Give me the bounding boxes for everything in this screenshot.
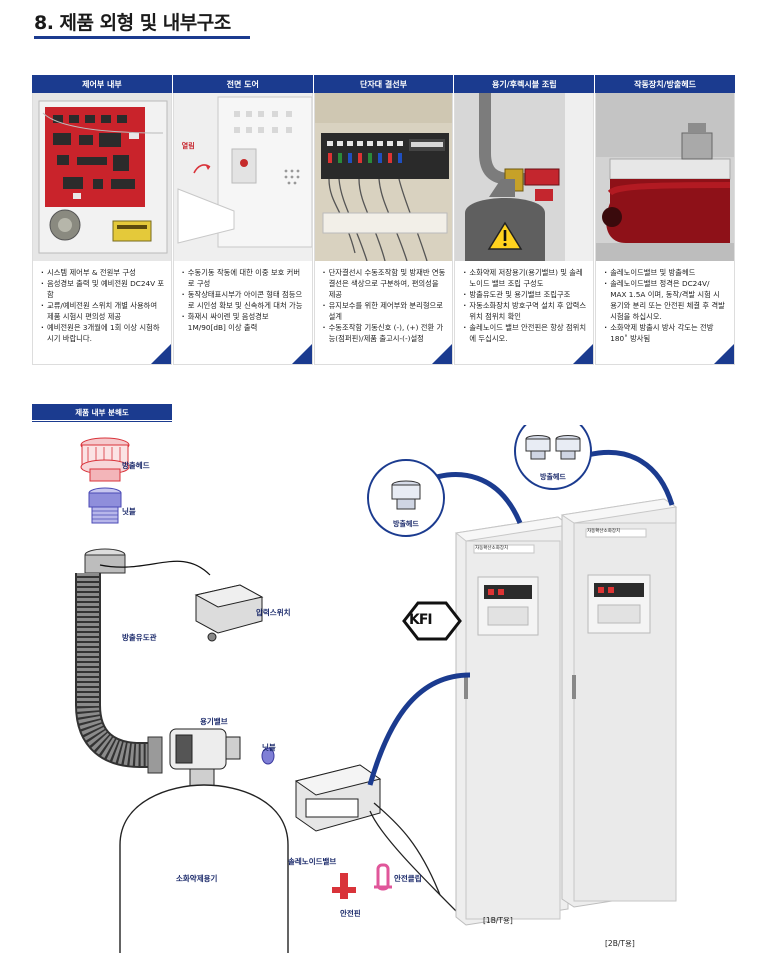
column-header: 전면 도어 (172, 75, 313, 93)
column-header: 작동장치/방출헤드 (595, 75, 735, 93)
safety-clip-part (374, 863, 392, 891)
page-title: 8. 제품 외형 및 내부구조 (34, 12, 231, 34)
label-discharge-head: 방출헤드 (122, 461, 150, 470)
bubble-2-label: 방출헤드 (540, 473, 566, 481)
actuator-photo (595, 93, 735, 261)
label-pressure-switch: 압력스위치 (256, 608, 291, 617)
bullet: 솔레노이드밸브 및 방출헤드 (604, 267, 728, 278)
cabinet-2b (560, 498, 678, 908)
exploded-illustration (75, 425, 678, 953)
safety-pin-part (332, 873, 356, 899)
column-header: 용기/후렉시블 조립 (454, 75, 595, 93)
kfi-logo (402, 601, 462, 641)
nipple-part-1 (88, 487, 122, 524)
exploded-view-header-line (32, 421, 172, 422)
bullet: 단자결선시 수동조작함 및 방재반 연동결선은 색상으로 구분하여, 편의성을 … (323, 267, 447, 300)
front-door-photo: 열림 (172, 93, 313, 261)
bullet: 유지보수를 위한 제어부와 분리형으로 설계 (323, 300, 447, 322)
cabinet-1b (454, 516, 570, 926)
label-safety-clip: 안전클립 (394, 874, 422, 883)
cabinet-1b-panel-label: 자동확산소화장치 (475, 546, 509, 551)
door-open-label: 열림 (181, 142, 195, 150)
control-board-photo (32, 93, 172, 261)
corner-accent (149, 343, 171, 364)
title-underline (34, 36, 250, 39)
column-header: 단자대 결선부 (313, 75, 454, 93)
corner-accent (712, 343, 734, 364)
feature-columns: 제어부 내부 (32, 75, 736, 365)
discharge-head-part (80, 437, 130, 482)
kfi-logo-text: KFI (409, 612, 433, 628)
discharge-head-bubble-2 (514, 425, 592, 490)
cabinet-2b-caption: [2B/T용] (605, 939, 635, 948)
cylinder-valve-part (169, 728, 241, 792)
column-description: 소화약제 저장용기(용기밸브) 및 솔레노이드 밸브 조립 구성도 방출유도관 … (454, 261, 595, 365)
bullet: 솔레노이드밸브 정격은 DC24V/ MAX 1.5A 이며, 동작/격발 시험… (604, 278, 728, 322)
feature-column-terminal: 단자대 결선부 (313, 75, 455, 365)
bullet: 방출유도관 및 용기밸브 조립구조 (463, 289, 587, 300)
label-cylinder-valve: 용기밸브 (200, 717, 228, 726)
bullet: 음성경보 출력 및 예비전원 DC24V 포함 (41, 278, 165, 300)
bullet: 화재시 싸이렌 및 음성경보 1M/90[dB] 이상 출력 (182, 311, 306, 333)
column-description: 수동기동 작동에 대한 이중 보호 커버로 구성 동작상태표시부가 아이콘 형태… (172, 261, 313, 365)
label-cylinder: 소화약제용기 (176, 874, 218, 883)
bullet: 소화약제 방출시 방사 각도는 전방 180˚ 방사됨 (604, 322, 728, 344)
column-description: 단자결선시 수동조작함 및 방재반 연동결선은 색상으로 구분하여, 편의성을 … (313, 261, 454, 365)
feature-column-actuator: 작동장치/방출헤드 솔레노이드밸브 및 방출헤드 솔레노이드밸브 정격은 DC2… (595, 75, 736, 365)
bullet: 시스템 제어부 & 전원부 구성 (41, 267, 165, 278)
label-solenoid-valve: 솔레노이드밸브 (288, 857, 337, 866)
feature-column-door: 전면 도어 열림 수동기동 작동 (172, 75, 314, 365)
exploded-view-header: 제품 내부 분해도 (32, 404, 172, 420)
solenoid-valve-part (294, 764, 461, 916)
cabinet-2b-panel-label: 자동확산소화장치 (587, 529, 621, 534)
label-nipple-1: 닛블 (122, 507, 136, 516)
pressure-switch-part (194, 584, 264, 642)
bullet: 교류/예비전원 스위치 개별 사용하여 제품 시험시 편의성 제공 (41, 300, 165, 322)
label-nipple-2: 닛블 (262, 743, 276, 752)
corner-accent (290, 343, 312, 364)
bullet: 예비전원은 3개월에 1회 이상 시험하시기 바랍니다. (41, 322, 165, 344)
bullet: 자동소화장치 방호구역 설치 후 압력스위치 점위치 확인 (463, 300, 587, 322)
nipple-part-2 (261, 747, 275, 765)
bullet: 소화약제 저장용기(용기밸브) 및 솔레노이드 밸브 조립 구성도 (463, 267, 587, 289)
bullet: 동작상태표시부가 아이콘 형태 점등으로 시인성 확보 및 신속하게 대처 가능 (182, 289, 306, 311)
column-description: 시스템 제어부 & 전원부 구성 음성경보 출력 및 예비전원 DC24V 포함… (32, 261, 172, 365)
corner-accent (431, 343, 453, 364)
bullet: 솔레노이드 밸브 안전핀은 항상 점위치에 두십시오. (463, 322, 587, 344)
discharge-head-bubble-1 (367, 459, 445, 537)
label-discharge-hose: 방출유도관 (122, 633, 157, 642)
feature-column-control: 제어부 내부 (32, 75, 173, 365)
bullet: 수동기동 작동에 대한 이중 보호 커버로 구성 (182, 267, 306, 289)
column-description: 솔레노이드밸브 및 방출헤드 솔레노이드밸브 정격은 DC24V/ MAX 1.… (595, 261, 735, 365)
corner-accent (572, 343, 594, 364)
feature-column-cylinder: 용기/후렉시블 조립 소화약제 저장용기(용기밸브) 및 솔레노이드 밸브 조립… (454, 75, 596, 365)
extinguishant-cylinder (119, 784, 289, 953)
column-header: 제어부 내부 (32, 75, 172, 93)
flexible-hose-part (75, 548, 211, 774)
bubble-1-label: 방출헤드 (393, 520, 419, 528)
cylinder-assembly-photo (454, 93, 595, 261)
label-safety-pin: 안전핀 (340, 909, 361, 918)
cabinet-1b-caption: [1B/T용] (483, 916, 513, 925)
bullet: 수동조작함 기동신호 (-), (+) 전환 가능(점퍼핀)/제품 출고시-(-… (323, 322, 447, 344)
terminal-block-photo (313, 93, 454, 261)
